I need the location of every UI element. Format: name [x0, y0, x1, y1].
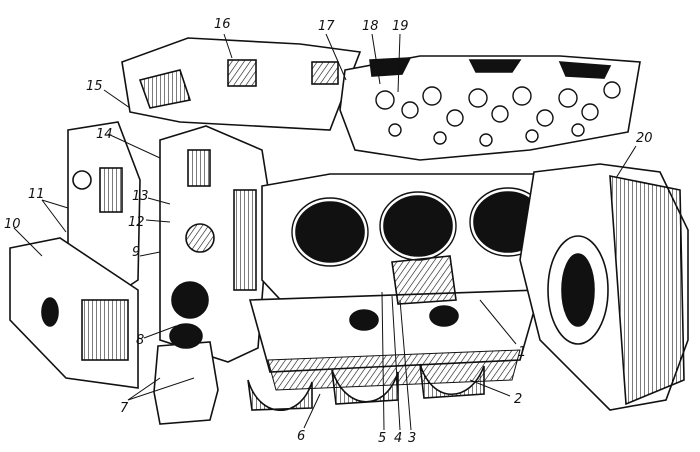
- callout-18: 18: [362, 19, 379, 34]
- callout-17: 17: [318, 19, 335, 34]
- callout-20: 20: [636, 131, 653, 146]
- gear-housing: [159, 125, 271, 363]
- callout-14: 14: [96, 127, 113, 142]
- callout-12: 12: [128, 215, 145, 230]
- callout-9: 9: [132, 245, 141, 260]
- callout-15: 15: [86, 79, 103, 94]
- callout-3: 3: [408, 431, 417, 446]
- callout-1: 1: [518, 345, 527, 360]
- leader-lines: [13, 33, 637, 431]
- callout-16: 16: [214, 17, 231, 32]
- timing-cover: [9, 121, 141, 389]
- callout-13: 13: [132, 189, 149, 204]
- callout-6: 6: [297, 429, 306, 444]
- callout-2: 2: [514, 392, 523, 407]
- callout-5: 5: [378, 431, 387, 446]
- cylinder-block: [248, 173, 573, 391]
- cylinder-head: [339, 55, 641, 161]
- callout-11: 11: [28, 187, 45, 202]
- callout-10: 10: [4, 217, 21, 232]
- flywheel-housing: [519, 163, 689, 411]
- bearing-caps: [153, 305, 485, 425]
- head-gasket: [121, 37, 362, 131]
- callout-4: 4: [394, 431, 403, 446]
- callout-8: 8: [136, 333, 145, 348]
- callout-19: 19: [392, 19, 409, 34]
- callout-7: 7: [120, 401, 129, 416]
- cylinder-bores: [291, 187, 547, 267]
